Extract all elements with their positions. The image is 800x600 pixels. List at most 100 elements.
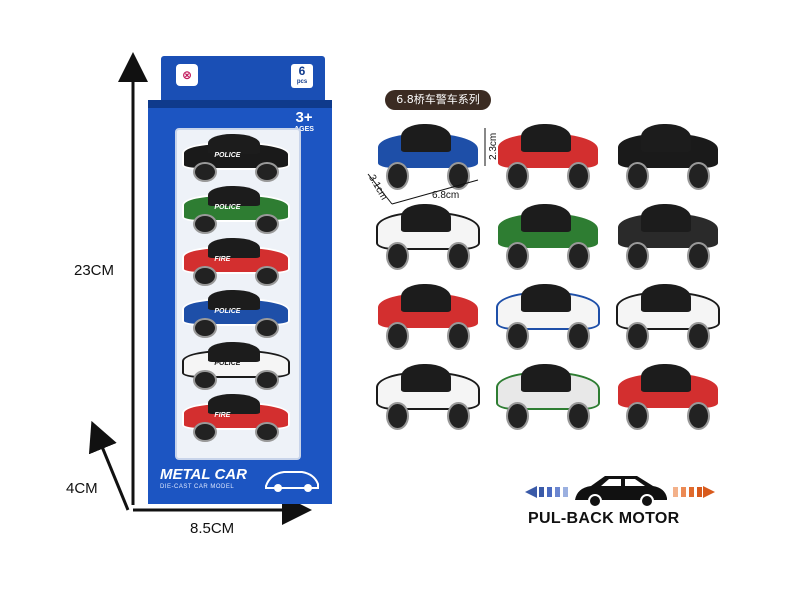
wheel-icon xyxy=(386,162,410,190)
wheel-icon xyxy=(626,242,650,270)
car-windshield xyxy=(640,204,691,232)
car-windshield xyxy=(207,394,260,415)
car-windshield xyxy=(207,238,260,259)
car-decal-label: POLICE xyxy=(214,308,241,316)
depth-arrow xyxy=(88,420,130,511)
car-windshield xyxy=(520,204,571,232)
wheel-icon xyxy=(192,213,217,234)
right-arrow-icon xyxy=(673,486,715,498)
car-windshield xyxy=(207,186,260,207)
age-badge: 3+ AGES xyxy=(290,110,318,134)
toy-car xyxy=(376,124,480,190)
wheel-icon xyxy=(192,369,217,390)
age-value: 3+ xyxy=(295,109,313,126)
wheel-icon xyxy=(255,265,280,286)
toy-car xyxy=(616,284,720,350)
wheel-icon xyxy=(566,242,590,270)
wheel-icon xyxy=(192,317,217,338)
wheel-icon xyxy=(506,322,530,350)
toy-car xyxy=(496,284,600,350)
car-windshield xyxy=(207,342,260,363)
car-windshield xyxy=(640,364,691,392)
car-windshield xyxy=(400,204,451,232)
car-windshield xyxy=(520,284,571,312)
car-windshield xyxy=(520,364,571,392)
car-decal-label: FIRE xyxy=(214,256,231,264)
brand-subtitle: DIE-CAST CAR MODEL xyxy=(160,484,235,490)
car-outline-icon xyxy=(265,471,319,492)
depth-label: 4CM xyxy=(66,480,98,497)
car-decal-label: FIRE xyxy=(214,412,231,420)
left-arrow-icon xyxy=(525,486,568,498)
toy-car xyxy=(496,204,600,270)
wheel-icon xyxy=(386,322,410,350)
wheel-icon xyxy=(386,402,410,430)
wheel-icon xyxy=(446,162,470,190)
height-label: 23CM xyxy=(74,262,115,279)
age-unit: AGES xyxy=(294,126,314,133)
toy-car: FIRE xyxy=(182,238,290,286)
car-decal-label: POLICE xyxy=(214,360,241,368)
car-decal-label: POLICE xyxy=(214,204,241,212)
car-windshield xyxy=(400,284,451,312)
wheel-icon xyxy=(255,369,280,390)
car-height-label: 2.3cm xyxy=(488,132,499,160)
wheel-icon xyxy=(686,242,710,270)
wheel-icon xyxy=(686,402,710,430)
toy-car xyxy=(376,204,480,270)
car-silhouette-icon xyxy=(575,476,667,508)
wheel-icon xyxy=(255,317,280,338)
pullback-label: PUL-BACK MOTOR xyxy=(528,510,680,527)
wheel-icon xyxy=(446,242,470,270)
package-stripe xyxy=(148,100,332,108)
wheel-icon xyxy=(626,162,650,190)
toy-car xyxy=(496,124,600,190)
pieces-unit: pcs xyxy=(296,79,308,85)
pullback-diagram xyxy=(525,476,715,508)
wheel-icon xyxy=(566,322,590,350)
car-windshield xyxy=(520,124,571,152)
wheel-icon xyxy=(446,322,470,350)
wheel-icon xyxy=(255,213,280,234)
wheel-icon xyxy=(626,402,650,430)
wheel-icon xyxy=(386,242,410,270)
brand-title: METAL CAR xyxy=(160,466,247,483)
toy-car xyxy=(376,284,480,350)
toy-car xyxy=(496,364,600,430)
width-label: 8.5CM xyxy=(190,520,235,537)
brand-logo-icon: ⊗ xyxy=(176,64,198,86)
car-dimension-lines xyxy=(367,128,486,205)
wheel-icon xyxy=(686,162,710,190)
car-length-label: 6.8cm xyxy=(432,190,460,201)
wheel-icon xyxy=(192,161,217,182)
pieces-badge: 6 pcs xyxy=(291,64,313,88)
toy-car xyxy=(616,364,720,430)
car-windshield xyxy=(640,124,691,152)
wheel-icon xyxy=(566,402,590,430)
toy-car xyxy=(616,124,720,190)
wheel-icon xyxy=(506,162,530,190)
wheel-icon xyxy=(192,421,217,442)
car-windshield xyxy=(400,364,451,392)
car-windshield xyxy=(400,124,451,152)
series-title: 6.8桥车警车系列 xyxy=(385,90,491,110)
toy-car: POLICE xyxy=(182,186,290,234)
pieces-count: 6 xyxy=(298,64,306,78)
wheel-icon xyxy=(566,162,590,190)
car-windshield xyxy=(640,284,691,312)
car-windshield xyxy=(207,290,260,311)
toy-car: POLICE xyxy=(182,290,290,338)
toy-car xyxy=(616,204,720,270)
car-windshield xyxy=(207,134,260,155)
toy-car: POLICE xyxy=(182,134,290,182)
wheel-icon xyxy=(255,161,280,182)
wheel-icon xyxy=(255,421,280,442)
wheel-icon xyxy=(446,402,470,430)
toy-car xyxy=(376,364,480,430)
car-decal-label: POLICE xyxy=(214,152,241,160)
wheel-icon xyxy=(686,322,710,350)
toy-car: POLICE xyxy=(182,342,290,390)
toy-car: FIRE xyxy=(182,394,290,442)
wheel-icon xyxy=(192,265,217,286)
